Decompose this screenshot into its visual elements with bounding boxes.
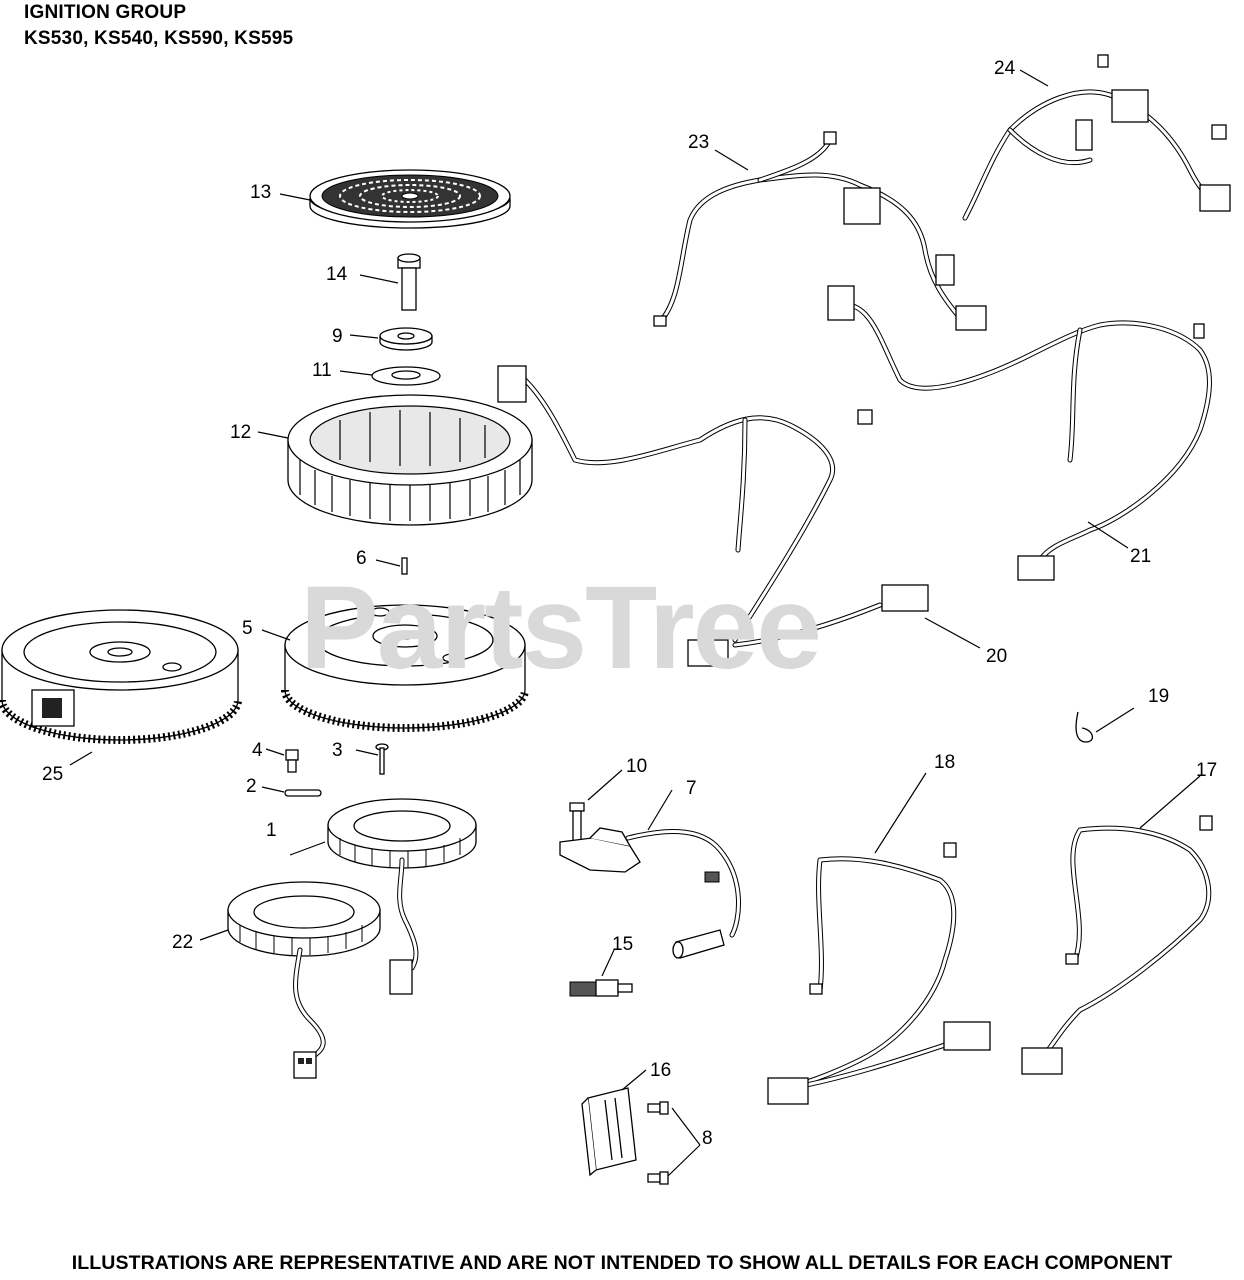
callout-13[interactable]: 13 xyxy=(250,182,272,203)
diagram-title: IGNITION GROUP xyxy=(24,2,187,23)
part-6-key[interactable] xyxy=(401,557,408,575)
part-20-wiring-harness[interactable] xyxy=(497,365,929,667)
part-9-washer[interactable] xyxy=(379,327,433,351)
watermark: PartsTree xyxy=(300,562,822,694)
part-22-stator[interactable] xyxy=(227,881,381,1079)
part-21-wiring-harness[interactable] xyxy=(827,285,1212,581)
part-18-wiring-harness[interactable] xyxy=(767,842,991,1105)
callout-17[interactable]: 17 xyxy=(1196,760,1218,781)
part-10-screw[interactable] xyxy=(569,802,585,842)
callout-12[interactable]: 12 xyxy=(230,422,252,443)
part-16-rectifier-regulator[interactable] xyxy=(581,1087,637,1177)
part-25-flywheel[interactable] xyxy=(0,609,242,744)
part-19-tie-strap[interactable] xyxy=(1075,711,1093,743)
callout-8[interactable]: 8 xyxy=(702,1128,713,1149)
callout-15[interactable]: 15 xyxy=(612,934,634,955)
part-23-wiring-harness[interactable] xyxy=(653,131,987,331)
callout-11[interactable]: 11 xyxy=(312,360,332,381)
part-24-wiring-harness[interactable] xyxy=(962,54,1231,221)
callout-9[interactable]: 9 xyxy=(332,326,343,347)
callout-14[interactable]: 14 xyxy=(326,264,348,285)
part-2-clip[interactable] xyxy=(284,789,322,797)
part-17-wiring-harness[interactable] xyxy=(1021,815,1213,1075)
part-13-debris-screen[interactable] xyxy=(309,169,511,229)
part-8-screws[interactable] xyxy=(647,1101,669,1185)
leader-lines xyxy=(69,69,1201,1177)
part-4-screw[interactable] xyxy=(285,749,299,773)
callout-7[interactable]: 7 xyxy=(686,778,697,799)
callout-3[interactable]: 3 xyxy=(332,740,343,761)
callout-1[interactable]: 1 xyxy=(266,820,277,841)
disclaimer-footer: ILLUSTRATIONS ARE REPRESENTATIVE AND ARE… xyxy=(71,1252,1173,1274)
callout-24[interactable]: 24 xyxy=(994,58,1016,79)
callout-2[interactable]: 2 xyxy=(246,776,257,797)
part-3-screw[interactable] xyxy=(375,743,389,775)
callout-20[interactable]: 20 xyxy=(986,646,1008,667)
callout-21[interactable]: 21 xyxy=(1130,546,1152,567)
callout-19[interactable]: 19 xyxy=(1148,686,1170,707)
part-7-ignition-module[interactable] xyxy=(559,827,741,959)
callout-10[interactable]: 10 xyxy=(626,756,648,777)
callout-5[interactable]: 5 xyxy=(242,618,253,639)
part-11-spring-washer[interactable] xyxy=(371,366,441,386)
model-list: KS530, KS540, KS590, KS595 xyxy=(24,28,294,49)
callout-23[interactable]: 23 xyxy=(688,132,710,153)
part-1-stator[interactable] xyxy=(327,798,477,995)
part-12-cooling-fan[interactable] xyxy=(287,394,533,526)
callout-16[interactable]: 16 xyxy=(650,1060,672,1081)
part-5-flywheel[interactable] xyxy=(281,604,529,732)
callout-22[interactable]: 22 xyxy=(172,932,194,953)
part-14-screw[interactable] xyxy=(397,253,421,311)
callout-25[interactable]: 25 xyxy=(42,764,64,785)
part-15-spark-plug[interactable] xyxy=(569,979,633,997)
callout-18[interactable]: 18 xyxy=(934,752,956,773)
callout-6[interactable]: 6 xyxy=(356,548,367,569)
callout-4[interactable]: 4 xyxy=(252,740,263,761)
